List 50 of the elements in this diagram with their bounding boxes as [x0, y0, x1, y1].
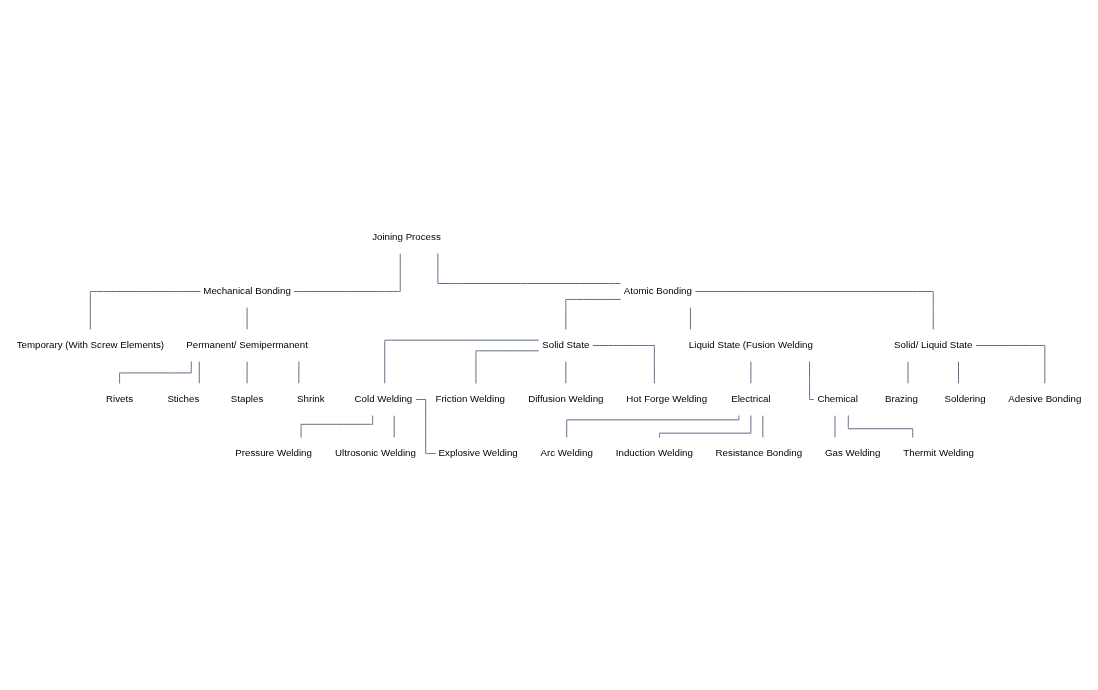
- node-text: Solid/ Liquid State: [894, 338, 973, 350]
- node-text: Mechanical Bonding: [203, 284, 291, 296]
- node-text: Induction Welding: [615, 446, 693, 458]
- connector: [437, 252, 622, 284]
- connector: [762, 414, 764, 438]
- connector: [565, 298, 622, 330]
- node-text: Atomic Bonding: [623, 284, 692, 296]
- node-text: Rivets: [106, 392, 134, 404]
- connector: [565, 360, 567, 384]
- node-text: Electrical: [731, 392, 771, 404]
- connector: [809, 360, 815, 400]
- node-text: Thermit Welding: [903, 446, 974, 458]
- node-text: Temporary (With Screw Elements): [16, 338, 165, 350]
- node-text: Soldering: [944, 392, 986, 404]
- connector: [300, 414, 374, 438]
- connector: [592, 344, 655, 384]
- node-text: Pressure Welding: [235, 446, 312, 458]
- node-text: Liquid State (Fusion Welding: [688, 338, 813, 350]
- node-text: Joining Process: [372, 230, 441, 242]
- connector: [198, 360, 200, 384]
- connector: [89, 290, 201, 330]
- node-text: Stiches: [167, 392, 200, 404]
- node-text: Ultrosonic Welding: [335, 446, 416, 458]
- node-text: Brazing: [884, 392, 918, 404]
- node-text: Hot Forge Welding: [626, 392, 708, 404]
- node-text: Friction Welding: [435, 392, 505, 404]
- connector: [690, 306, 691, 330]
- node-text: Solid State: [542, 338, 590, 350]
- node-text: Shrink: [297, 392, 325, 404]
- node-text: Adesive Bonding: [1008, 392, 1082, 404]
- connector: [958, 360, 959, 384]
- node-text: Permanent/ Semipermanent: [186, 338, 308, 350]
- connector: [393, 414, 395, 438]
- node-text: Cold Welding: [354, 392, 413, 404]
- connector: [975, 344, 1046, 384]
- connector: [659, 414, 752, 438]
- node-text: Gas Welding: [824, 446, 881, 458]
- node-text: Chemical: [817, 392, 858, 404]
- connector: [298, 360, 300, 384]
- connector: [293, 252, 401, 292]
- connector: [566, 414, 740, 438]
- connector: [750, 360, 752, 384]
- connector: [475, 349, 540, 384]
- connector: [694, 290, 934, 330]
- node-text: Resistance Bonding: [715, 446, 803, 458]
- node-text: Diffusion Welding: [528, 392, 604, 404]
- connector: [384, 339, 540, 384]
- node-text: Staples: [230, 392, 264, 404]
- node-text: Explosive Welding: [438, 446, 518, 458]
- node-text: Arc Welding: [540, 446, 593, 458]
